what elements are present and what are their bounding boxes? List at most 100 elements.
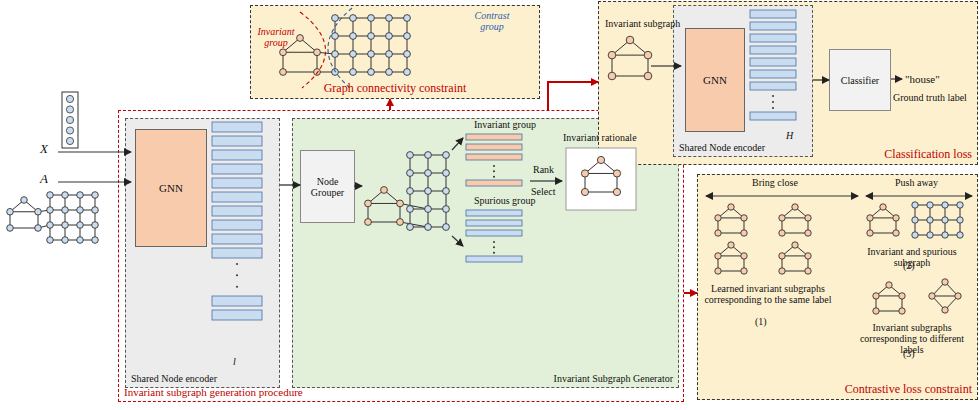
graph-node [332, 15, 339, 22]
embedding-bar [212, 122, 262, 132]
box-title: Invariant subgraph generation procedure [124, 386, 303, 398]
graph-node [35, 208, 42, 215]
embedding-bar [466, 154, 522, 160]
box-title: Classifier [841, 75, 879, 86]
graph-node [927, 217, 933, 223]
ellipsis-dot [493, 165, 495, 167]
graph-edge [718, 255, 744, 256]
text-label: (3) [903, 348, 915, 359]
graph-node [899, 293, 905, 299]
graph-node [7, 225, 14, 232]
graph-edge [718, 233, 744, 234]
graph-node [644, 51, 652, 59]
graph-node [425, 188, 432, 195]
graph-node [404, 33, 411, 40]
process-box: Node Grouper [300, 150, 355, 223]
graph-node [47, 237, 54, 244]
text-label: Spurious group [474, 195, 535, 206]
graph-node [314, 49, 321, 56]
text-label: Select [531, 186, 555, 197]
process-box: GNN [685, 28, 745, 132]
connector-arrow [389, 99, 391, 110]
text-label: Invariant rationale [563, 132, 637, 143]
graph-node [350, 51, 357, 58]
graph-node [805, 215, 811, 221]
graph-node [912, 202, 918, 208]
text-label: H [786, 130, 793, 141]
feature-cell [66, 127, 73, 134]
graph-node [92, 237, 99, 244]
graph-node [425, 224, 432, 231]
graph-node [62, 222, 69, 229]
ellipsis-dot [772, 107, 774, 109]
graph-node [386, 33, 393, 40]
embedding-bar [750, 22, 796, 30]
graph-node [368, 33, 375, 40]
connector-arrow [548, 82, 598, 110]
graph-node [779, 215, 785, 221]
ellipsis-dot [493, 170, 495, 172]
text-label: Invariant group [254, 26, 298, 48]
graph-node [386, 51, 393, 58]
box-title: GNN [159, 182, 183, 194]
embedding-bar [212, 192, 262, 202]
graph-edge [782, 271, 808, 272]
text-label: Contrast group [474, 10, 509, 32]
embedding-bar [466, 210, 522, 216]
graph-node [407, 170, 414, 177]
graph-node [805, 230, 811, 236]
group-boundary [328, 8, 352, 88]
text-label: (2) [903, 260, 915, 271]
feature-cell [66, 137, 73, 144]
graph-node [942, 217, 948, 223]
graph-node [332, 69, 339, 76]
graph-node [899, 308, 905, 314]
graph-node [867, 215, 873, 221]
ellipsis-dot [772, 101, 774, 103]
graph-node [805, 253, 811, 259]
text-label: Invariant subgraph [605, 18, 680, 29]
text-label: l [233, 356, 236, 367]
graph-node [280, 69, 287, 76]
graph-node [893, 230, 899, 236]
graph-node [443, 170, 450, 177]
text-label: Ground truth label [893, 92, 967, 103]
graph-edge [876, 311, 902, 312]
graph-node [867, 230, 873, 236]
text-label: X [40, 141, 48, 156]
text-label: Rank [533, 164, 554, 175]
arrow-line [891, 78, 902, 79]
graph-node [368, 69, 375, 76]
graph-node [425, 206, 432, 213]
box-title: Classification loss [884, 148, 972, 161]
text-label: Rank [533, 164, 554, 175]
arrow-line [452, 236, 463, 246]
connector-arrow [813, 79, 829, 80]
graph-node [92, 207, 99, 214]
graph-edge [585, 173, 617, 174]
graph-edge [612, 76, 648, 77]
text-label: Ground truth label [893, 92, 967, 103]
graph-node [912, 232, 918, 238]
arrow-line [58, 151, 131, 152]
graph-node [942, 279, 948, 285]
embedding-bar [466, 256, 522, 262]
embedding-bar [212, 136, 262, 146]
graph-node [942, 307, 948, 313]
graph-node [805, 268, 811, 274]
arrow-line [58, 181, 131, 182]
ellipsis-dot [493, 176, 495, 178]
embedding-bar [212, 248, 262, 258]
graph-edge [283, 72, 317, 73]
feature-cell [66, 95, 73, 102]
connector-arrow [684, 292, 697, 294]
graph-edge [10, 228, 38, 229]
graph-edge [283, 52, 317, 53]
graph-node [314, 69, 321, 76]
process-box: GNN [135, 129, 207, 247]
rationale-frame [566, 148, 636, 210]
graph-edge [368, 203, 400, 204]
graph-edge [400, 203, 428, 209]
ellipsis-dot [236, 274, 238, 276]
graph-node [741, 230, 747, 236]
